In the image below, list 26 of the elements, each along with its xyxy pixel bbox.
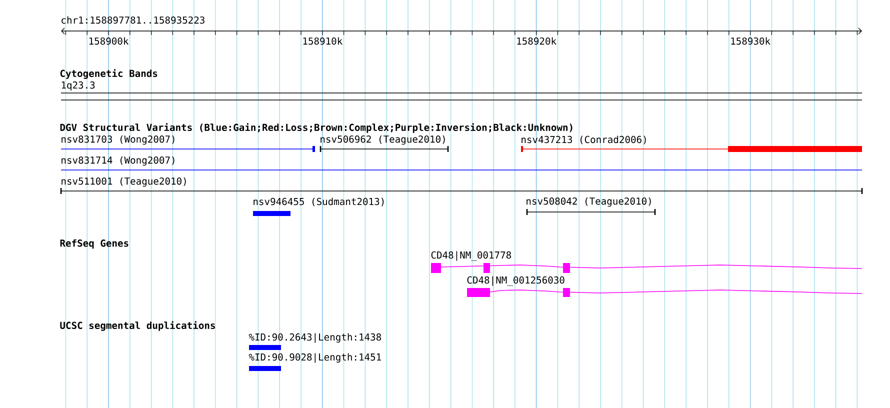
- variant-line: nsv508042 (Teague2010): [526, 197, 656, 215]
- node-label: CD48|NM_001778: [431, 251, 511, 261]
- track-title: RefSeq Genes: [60, 239, 128, 249]
- track-title: DGV Structural Variants (Blue:Gain;Red:Loss;Brown:Complex;Purple:Inversion;Black:Unknown): [60, 123, 572, 133]
- tick-label: 158920k: [517, 37, 556, 45]
- variant-line: nsv437213 (Conrad2006): [521, 136, 862, 152]
- coordinate-label: chr1:158897781..158935223: [62, 16, 204, 24]
- tick-label: 158930k: [731, 37, 770, 45]
- variant-line: nsv506962 (Teague2010): [320, 135, 449, 152]
- node-label: %ID:90.2643|Length:1438: [248, 333, 382, 343]
- variant-line: nsv511001 (Teague2010): [60, 177, 863, 194]
- node-label: CD48|NM_001256030: [467, 276, 564, 286]
- variant-line: nsv831714 (Wong2007): [60, 156, 862, 170]
- node-label: nsv946455 (Sudmant2013): [254, 198, 384, 206]
- duplication-bar: %ID:90.9028|Length:1451: [248, 353, 381, 371]
- band-label: 1q23.3: [62, 81, 95, 91]
- duplication-bar: %ID:90.2643|Length:1438: [248, 333, 381, 350]
- track-title: Cytogenetic Bands: [60, 69, 158, 79]
- tick-label: 158910k: [303, 37, 342, 45]
- gene-model: CD48|NM_001778: [431, 251, 862, 273]
- tick-label: 158900k: [89, 37, 129, 45]
- track-title: UCSC segmental duplications: [60, 321, 215, 331]
- variant-line: nsv831703 (Wong2007): [60, 135, 315, 152]
- variant-bar: nsv946455 (Sudmant2013): [253, 198, 384, 216]
- gene-model: CD48|NM_001256030: [467, 276, 862, 297]
- node-label: %ID:90.9028|Length:1451: [248, 353, 381, 363]
